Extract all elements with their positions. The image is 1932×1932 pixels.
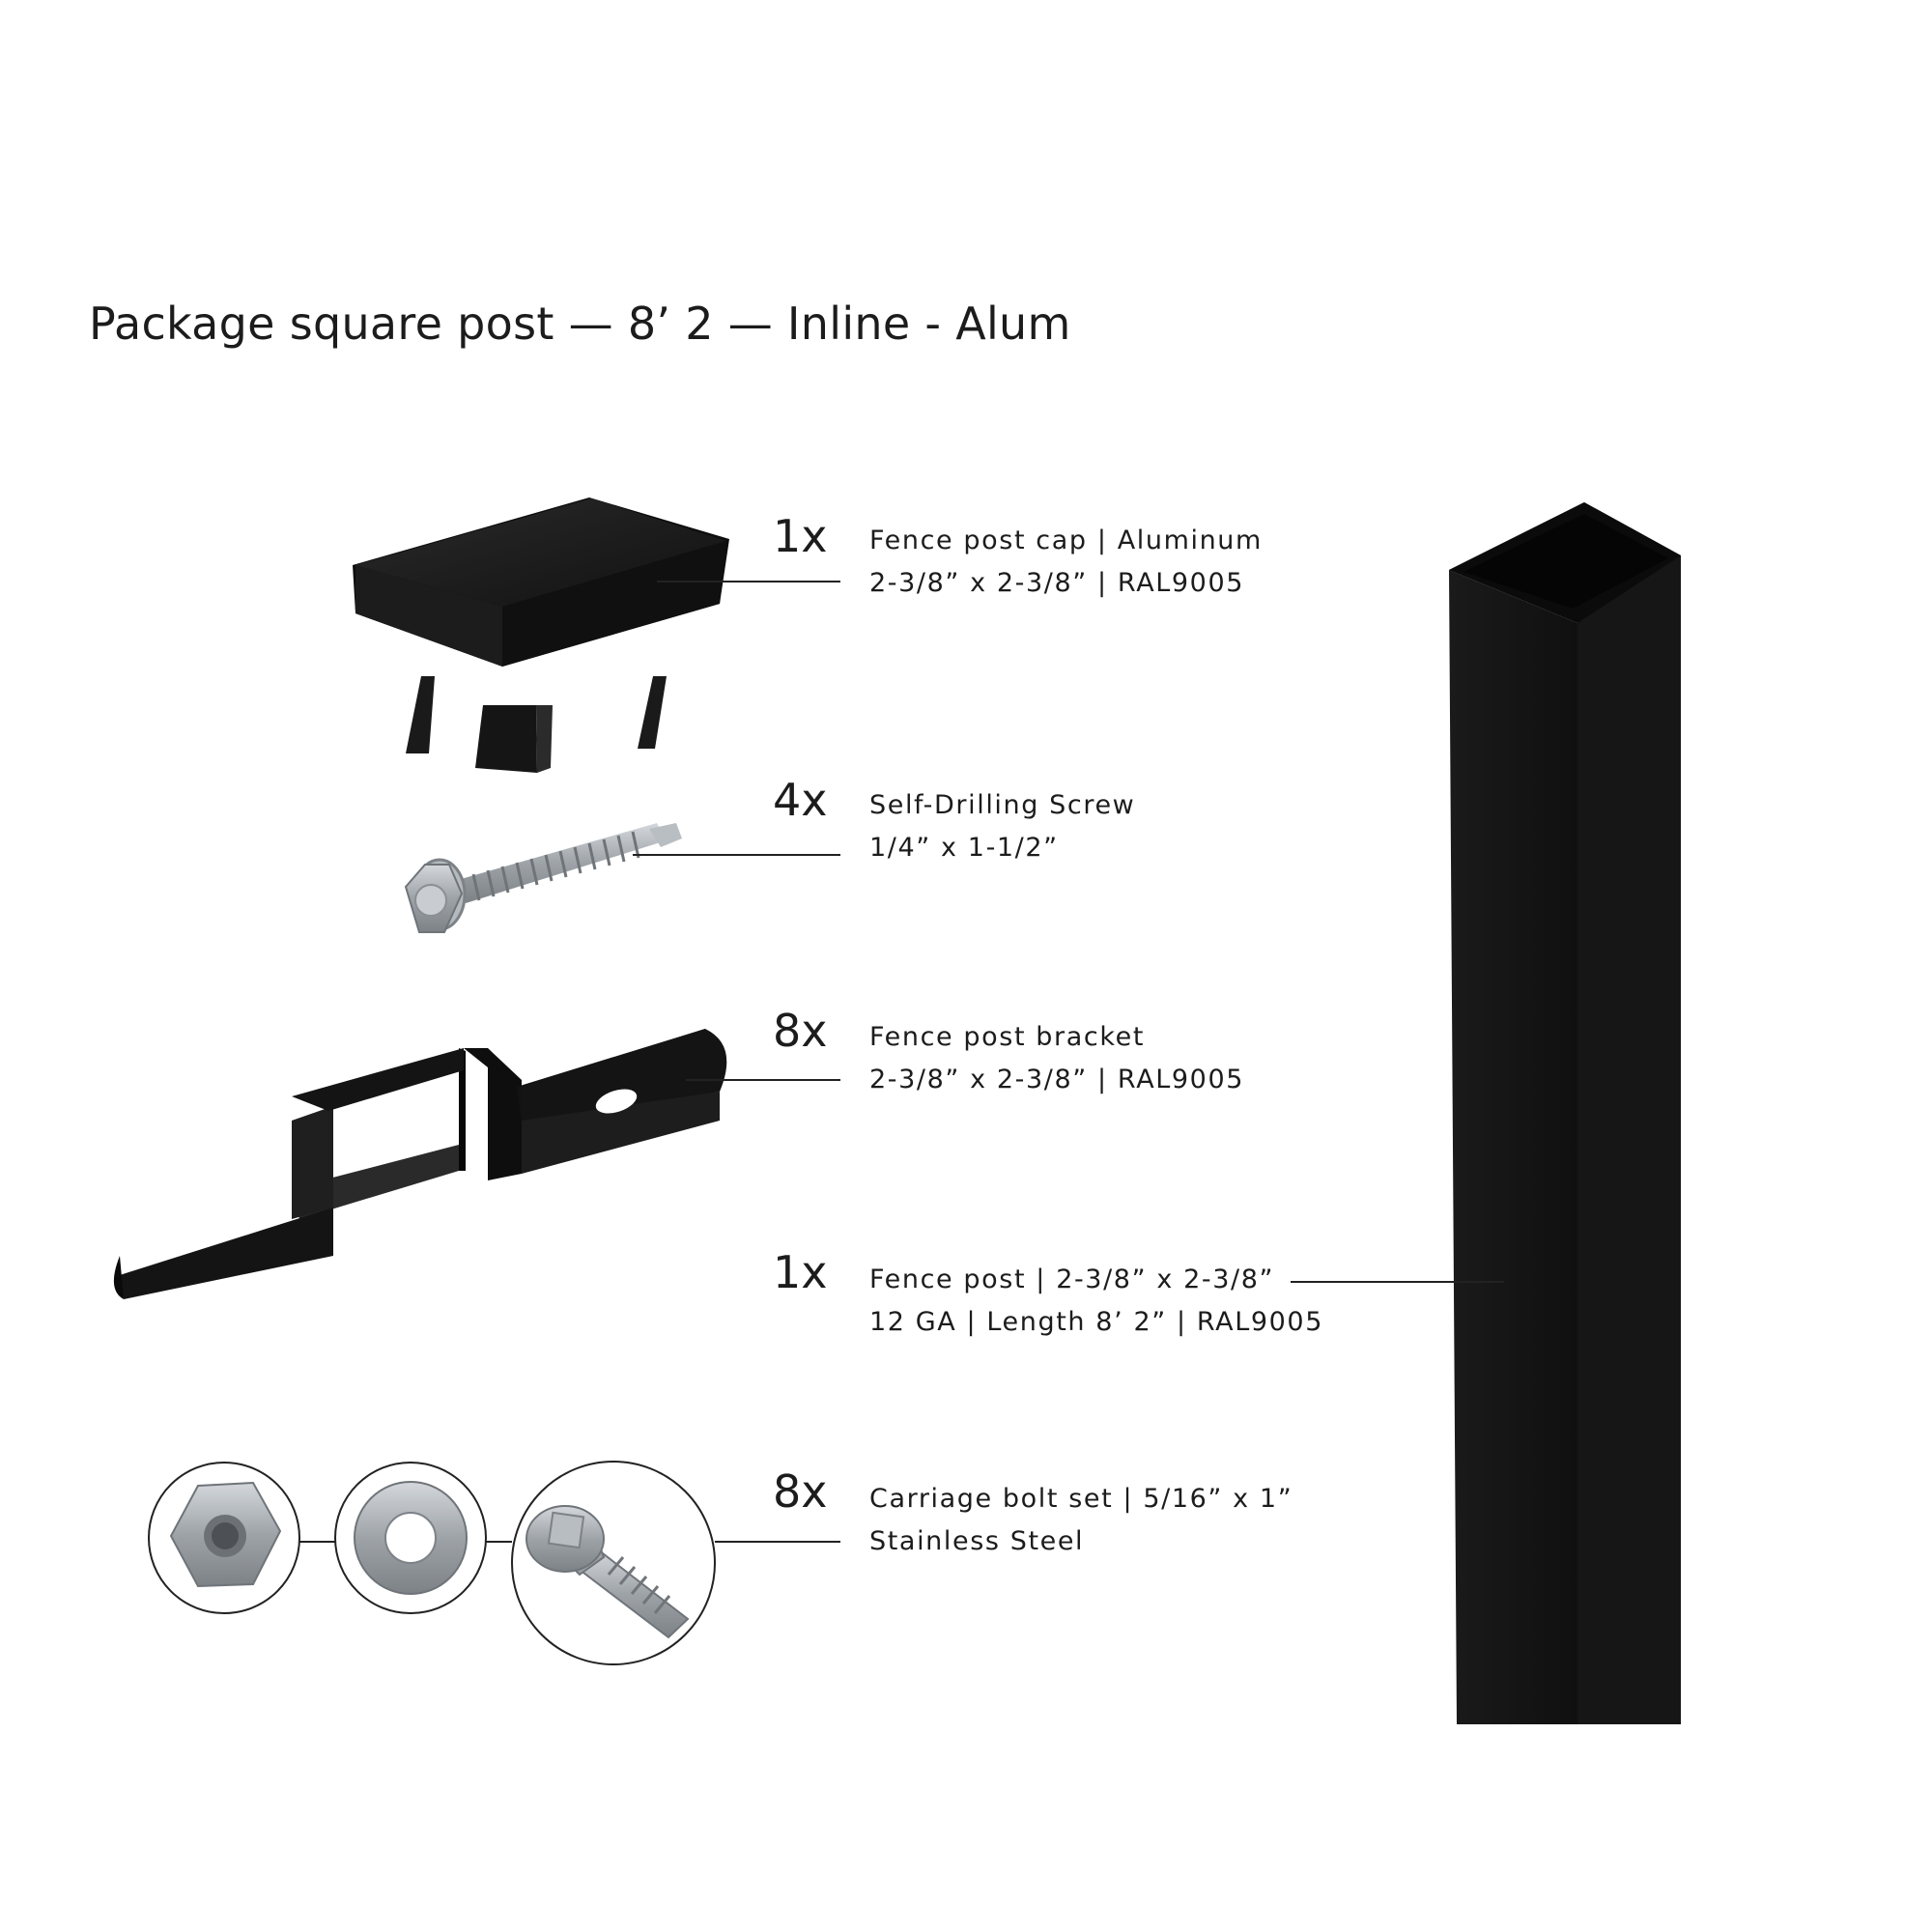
carriage-bolt-line1: Carriage bolt set | 5/16” x 1” (869, 1484, 1293, 1514)
carriage-bolt-qty: 8x (773, 1465, 828, 1518)
post-cap-icon (353, 497, 729, 773)
washer-icon (354, 1481, 468, 1595)
post-cap-line1: Fence post cap | Aluminum (869, 526, 1263, 555)
bracket-qty: 8x (773, 1005, 828, 1057)
screw-description: Self-Drilling Screw 1/4” x 1-1/2” (869, 784, 1135, 869)
bracket-icon (113, 1029, 727, 1299)
bracket-line1: Fence post bracket (869, 1022, 1146, 1052)
carriage-bolt-set-icon (148, 1461, 716, 1665)
bolt-icon (526, 1505, 690, 1639)
post-cap-line2: 2-3/8” x 2-3/8” | RAL9005 (869, 568, 1245, 598)
post-cap-qty: 1x (773, 510, 828, 562)
fence-post-qty: 1x (773, 1246, 828, 1298)
fence-post-line1: Fence post | 2-3/8” x 2-3/8” (869, 1264, 1275, 1294)
carriage-bolt-description: Carriage bolt set | 5/16” x 1” Stainless… (869, 1478, 1293, 1563)
screw-line1: Self-Drilling Screw (869, 790, 1136, 820)
hex-nut-icon (169, 1481, 282, 1588)
bracket-line2: 2-3/8” x 2-3/8” | RAL9005 (869, 1065, 1245, 1094)
screw-qty: 4x (773, 774, 828, 826)
carriage-bolt-line2: Stainless Steel (869, 1526, 1085, 1556)
page-title: Package square post — 8’ 2 — Inline - Al… (89, 298, 1071, 350)
fence-post-line2: 12 GA | Length 8’ 2” | RAL9005 (869, 1307, 1323, 1337)
post-cap-description: Fence post cap | Aluminum 2-3/8” x 2-3/8… (869, 520, 1263, 605)
screw-icon (404, 823, 682, 933)
fence-post-icon (1449, 502, 1681, 1724)
fence-post-description: Fence post | 2-3/8” x 2-3/8” 12 GA | Len… (869, 1259, 1323, 1344)
bracket-description: Fence post bracket 2-3/8” x 2-3/8” | RAL… (869, 1016, 1244, 1101)
screw-line2: 1/4” x 1-1/2” (869, 833, 1059, 863)
